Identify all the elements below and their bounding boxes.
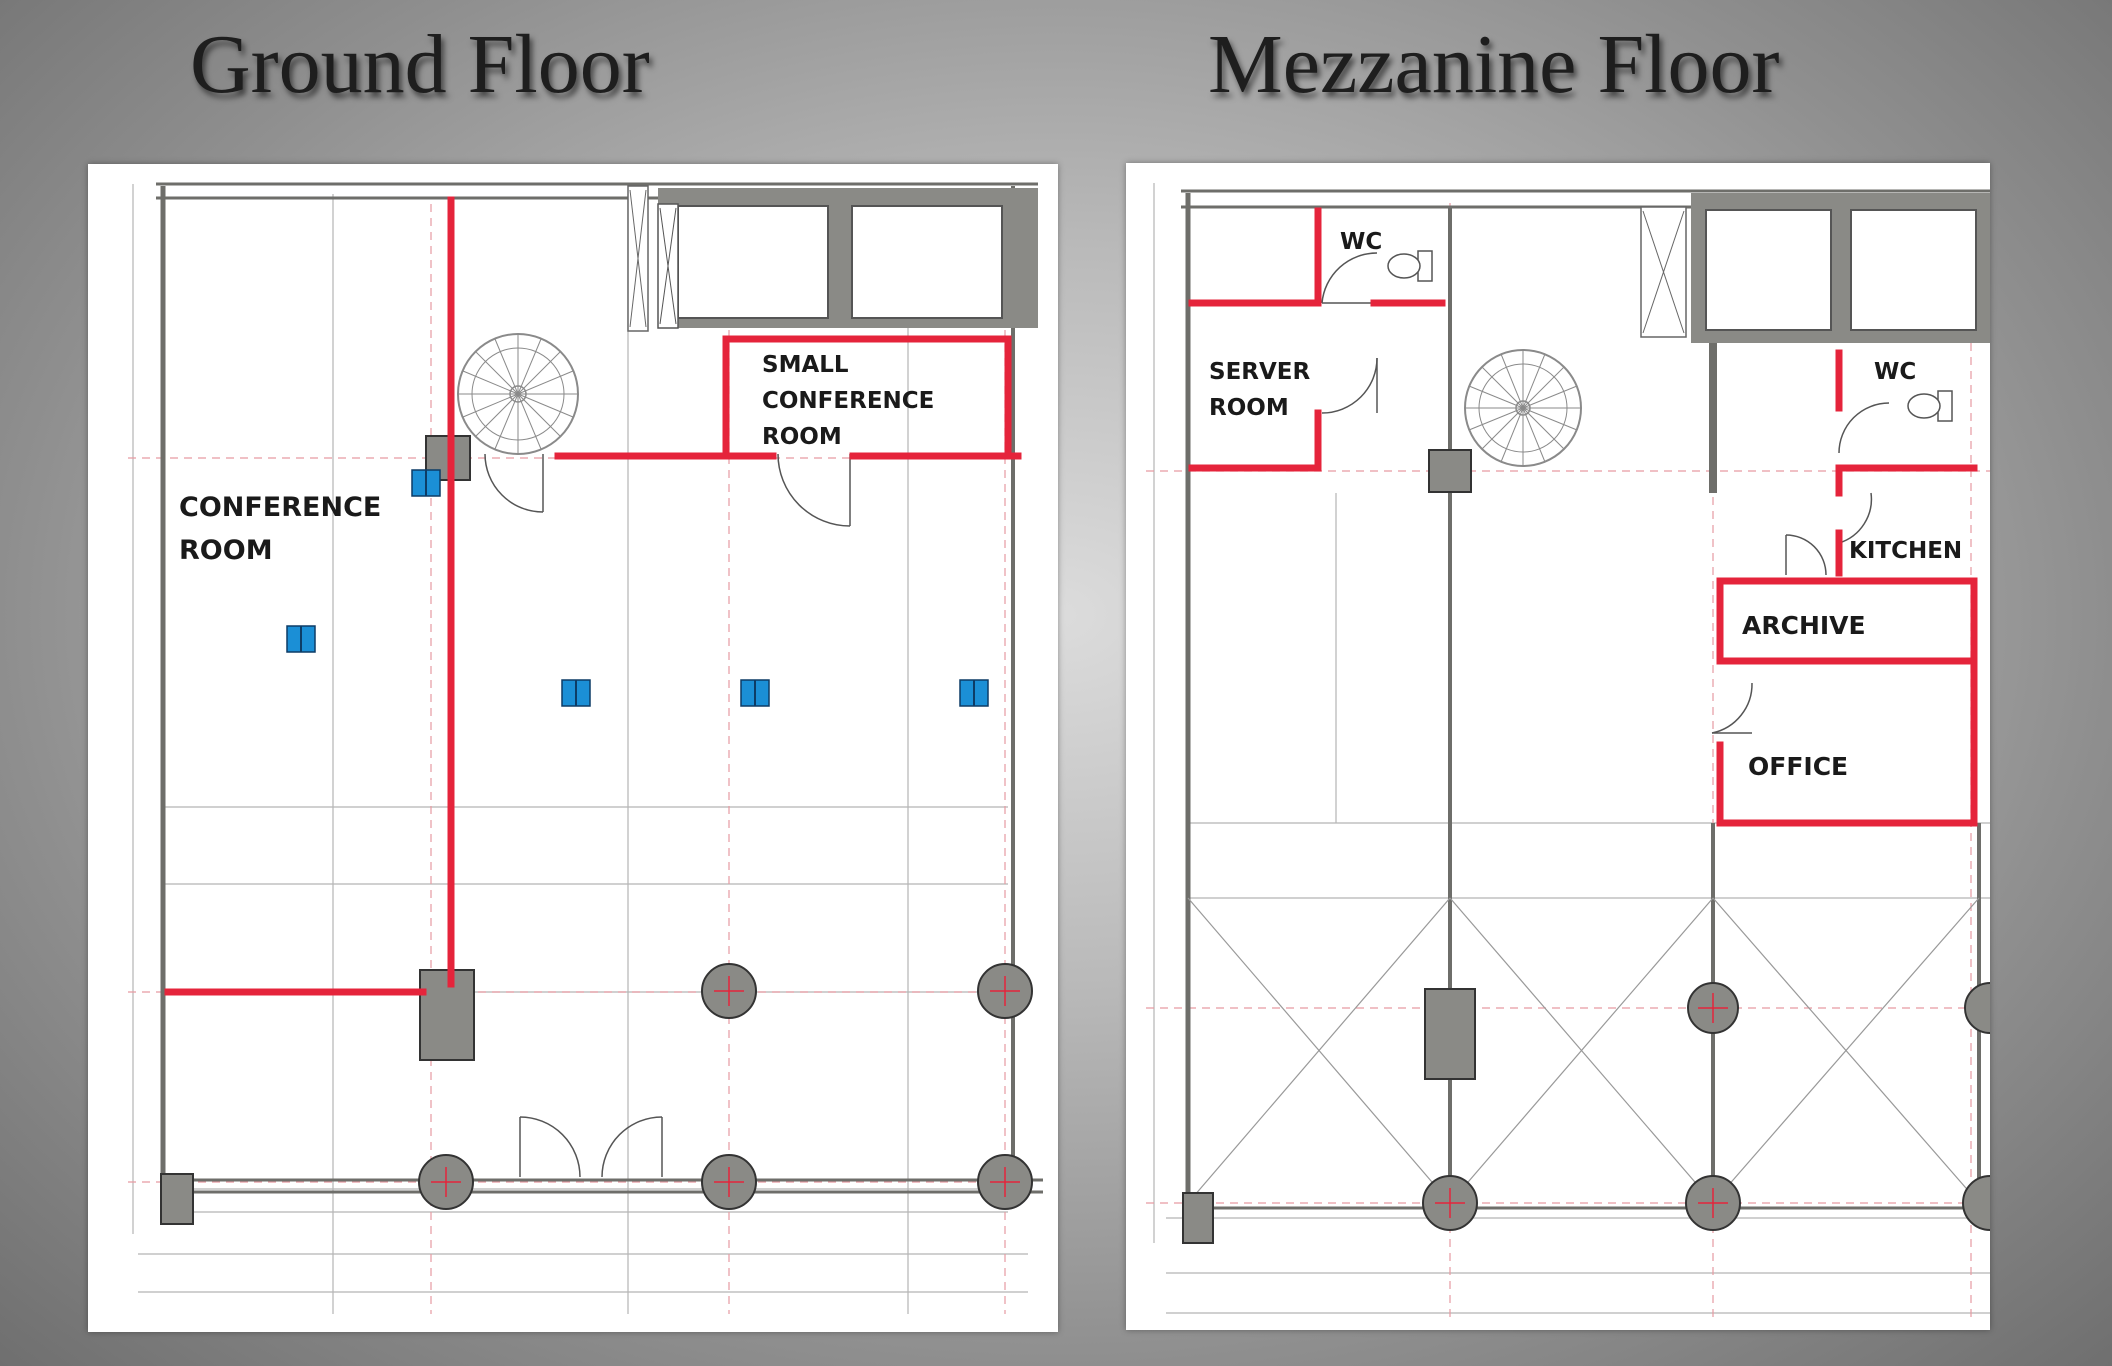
toilet-fixtures [1387,250,1953,422]
exterior-walls [156,182,1043,1194]
server-room-label-1: SERVER [1209,359,1310,385]
structural-columns [1182,449,1990,1244]
kitchen-label: KITCHEN [1849,538,1962,564]
column-crosshairs [1435,993,1728,1218]
partition-walls [1188,207,1978,827]
server-room-label-2: ROOM [1209,395,1289,421]
mezzanine-floor-plan: WC SERVER ROOM WC KITCHEN ARCHIVE OFFICE [1126,163,1990,1330]
small-conference-room-label-2: CONFERENCE [762,388,934,414]
doors [484,453,851,1178]
axis-lines [128,204,1008,1314]
floor-outlets [286,469,989,707]
small-conference-room-label-1: SMALL [762,352,849,378]
conference-room-label-1: CONFERENCE [179,492,381,523]
ground-floor-drawing: SMALL CONFERENCE ROOM CONFERENCE ROOM [128,182,1043,1314]
ground-floor-plan: SMALL CONFERENCE ROOM CONFERENCE ROOM [88,164,1058,1332]
archive-label: ARCHIVE [1742,611,1866,640]
elevator-shafts [627,185,1038,332]
ground-floor-title: Ground Floor [190,18,650,111]
exterior-walls [1181,189,1990,1223]
small-conference-room-label-3: ROOM [762,424,842,450]
grid-lines [132,184,1028,1314]
wc-label-1: WC [1340,229,1382,255]
wc-label-2: WC [1874,359,1916,385]
void-area-crosses [1187,897,1980,1204]
mezzanine-floor-title: Mezzanine Floor [1208,18,1780,111]
spiral-staircase [457,333,579,455]
grid-lines [1153,183,1990,1314]
spiral-staircase [1464,349,1582,467]
mezzanine-floor-drawing: WC SERVER ROOM WC KITCHEN ARCHIVE OFFICE [1146,183,1990,1323]
outlet-dividers [300,470,975,706]
column-crosshairs [431,976,1020,1197]
conference-room-label-2: ROOM [179,535,273,566]
partition-walls [164,196,1022,996]
structural-columns [160,435,1033,1225]
doors [1321,252,1890,734]
office-label: OFFICE [1748,752,1848,781]
elevator-shafts [1640,193,1990,343]
